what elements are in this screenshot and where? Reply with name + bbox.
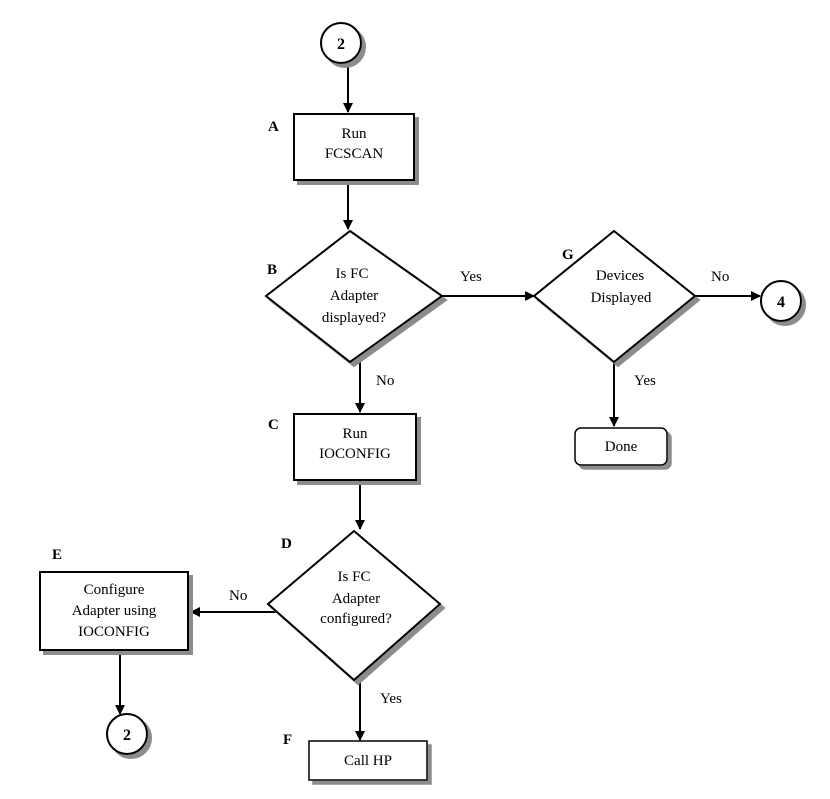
process-e-line1: Configure [84, 582, 145, 598]
step-label-c: C [268, 417, 279, 433]
decision-adapter-configured: Is FC Adapter configured? [266, 529, 442, 682]
step-label-e: E [52, 547, 62, 563]
terminal-done: Done [574, 427, 668, 466]
step-label-g: G [562, 247, 574, 263]
decision-g-line2: Displayed [591, 290, 652, 306]
step-label-f: F [283, 732, 292, 748]
process-e-line3: IOCONFIG [78, 624, 150, 640]
edge-label-g-yes: Yes [634, 373, 656, 389]
process-c-line2: IOCONFIG [319, 446, 391, 462]
connector-right: 4 [760, 280, 802, 322]
process-call-hp: Call HP [308, 740, 428, 781]
process-run-fcscan: Run FCSCAN [293, 113, 415, 181]
edge-label-b-no: No [376, 373, 394, 389]
step-label-b: B [267, 262, 277, 278]
edge-label-g-no: No [711, 269, 729, 285]
step-label-a: A [268, 119, 279, 135]
connector-right-label: 4 [777, 294, 785, 311]
decision-adapter-displayed: Is FC Adapter displayed? [264, 229, 444, 364]
process-a-line1: Run [341, 126, 367, 142]
process-run-ioconfig: Run IOCONFIG [293, 413, 417, 481]
decision-g-line1: Devices [596, 268, 644, 284]
decision-devices-displayed: Devices Displayed [532, 229, 697, 364]
edge-label-b-yes: Yes [460, 269, 482, 285]
decision-b-line3: displayed? [322, 310, 386, 326]
decision-b-line2: Adapter [330, 288, 378, 304]
edge-label-d-no: No [229, 588, 247, 604]
terminal-done-label: Done [605, 439, 638, 455]
process-f-line1: Call HP [344, 753, 392, 769]
decision-d-line2: Adapter [332, 591, 380, 607]
step-label-d: D [281, 536, 292, 552]
decision-d-line1: Is FC [338, 569, 371, 585]
connector-bottom-left-label: 2 [123, 727, 131, 744]
decision-b-line1: Is FC [336, 266, 369, 282]
connector-bottom-left: 2 [106, 713, 148, 755]
process-a-line2: FCSCAN [325, 146, 384, 162]
edge-label-d-yes: Yes [380, 691, 402, 707]
decision-d-line3: configured? [320, 611, 392, 627]
process-c-line1: Run [342, 426, 368, 442]
connector-top-label: 2 [337, 36, 345, 53]
process-configure-adapter: Configure Adapter using IOCONFIG [39, 571, 189, 651]
connector-top: 2 [320, 22, 362, 64]
process-e-line2: Adapter using [72, 603, 157, 619]
